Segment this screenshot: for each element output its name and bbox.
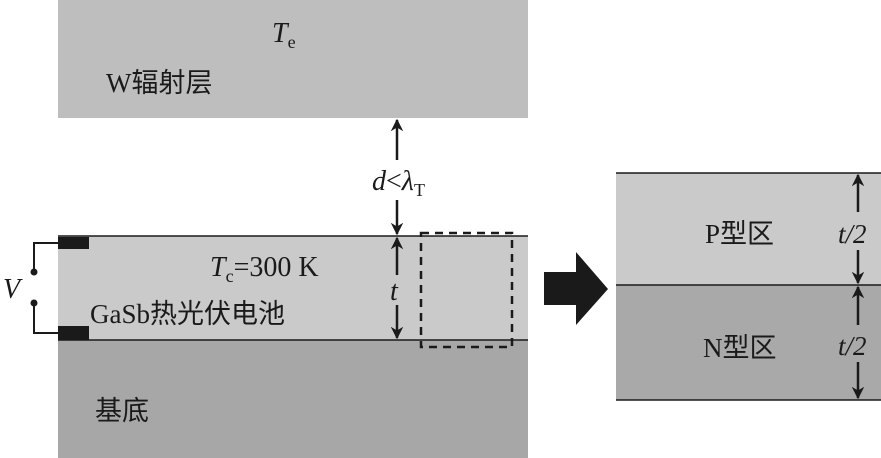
- emitter-temp: Te: [272, 18, 296, 52]
- thickness-label: t: [390, 276, 399, 307]
- substrate-label: 基底: [95, 396, 149, 426]
- terminal-dot: [30, 299, 38, 307]
- n-region: [616, 285, 881, 400]
- top-contact: [58, 237, 89, 249]
- cell-layer: [58, 236, 528, 340]
- gap-label: d<λT: [372, 166, 425, 200]
- p-region: [616, 173, 881, 285]
- n-thickness-label: t/2: [838, 331, 867, 361]
- n-region-label: N型区: [703, 333, 777, 363]
- bottom-wire: [33, 303, 58, 334]
- top-wire: [33, 242, 58, 272]
- p-thickness-label: t/2: [838, 219, 867, 249]
- emitter-layer: [58, 0, 528, 118]
- bottom-contact: [58, 326, 89, 340]
- magnify-arrow: [544, 252, 608, 325]
- cell-label: GaSb热光伏电池: [90, 299, 285, 329]
- cell-temp: Tc=300 K: [210, 252, 319, 286]
- voltage-label: V: [3, 274, 23, 305]
- terminal-dot: [30, 268, 38, 276]
- p-region-label: P型区: [705, 219, 774, 249]
- zoom-region-box: [419, 231, 514, 349]
- emitter-label: W辐射层: [106, 68, 212, 98]
- substrate-layer: [58, 340, 528, 458]
